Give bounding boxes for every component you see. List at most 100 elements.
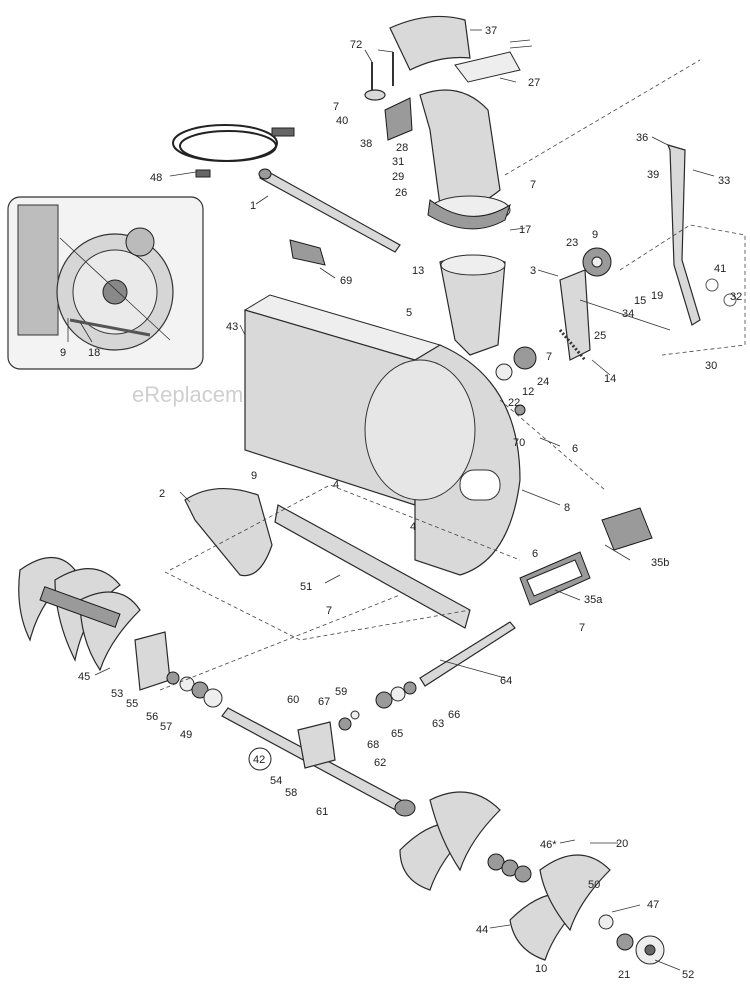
part-label-10: 10 bbox=[535, 963, 547, 975]
impeller-shaft bbox=[419, 621, 516, 687]
part-label-68: 68 bbox=[367, 739, 379, 751]
auger-housing bbox=[243, 294, 521, 576]
auger-gearbox-cover bbox=[184, 487, 273, 577]
part-label-3: 3 bbox=[530, 265, 536, 277]
part-label-30: 30 bbox=[705, 360, 717, 372]
part-label-38: 38 bbox=[360, 138, 372, 150]
part-label-42: 42 bbox=[253, 754, 265, 766]
part-label-31: 31 bbox=[392, 156, 404, 168]
part-label-20: 20 bbox=[616, 838, 628, 850]
part-label-7-chute: 7 bbox=[530, 179, 536, 191]
discharge-chute bbox=[419, 89, 511, 230]
part-label-41: 41 bbox=[714, 263, 726, 275]
chute-deflector-assembly bbox=[389, 15, 533, 83]
part-label-62: 62 bbox=[374, 757, 386, 769]
right-auger-flights bbox=[399, 791, 611, 961]
part-label-47: 47 bbox=[647, 899, 659, 911]
auger-shaft-assembly bbox=[221, 707, 416, 817]
chute-base bbox=[439, 254, 506, 356]
part-number-labels: 72 37 27 7 40 38 28 31 29 26 7 36 39 33 … bbox=[78, 25, 742, 981]
end-bearing-parts bbox=[598, 914, 665, 965]
washers-right bbox=[338, 681, 417, 731]
part-label-43: 43 bbox=[226, 321, 238, 333]
part-label-69: 69 bbox=[340, 275, 352, 287]
part-label-23: 23 bbox=[566, 237, 578, 249]
part-label-24: 24 bbox=[537, 376, 549, 388]
part-label-28: 28 bbox=[396, 142, 408, 154]
part-label-14: 14 bbox=[604, 373, 616, 385]
part-label-13: 13 bbox=[412, 265, 424, 277]
inset-detail bbox=[7, 196, 204, 370]
part-label-64: 64 bbox=[500, 675, 512, 687]
pulley-assembly bbox=[559, 247, 671, 361]
part-label-50: 50 bbox=[588, 879, 600, 891]
part-label-7-bracket: 7 bbox=[546, 351, 552, 363]
part-label-39: 39 bbox=[647, 169, 659, 181]
part-label-54: 54 bbox=[270, 775, 282, 787]
part-label-27: 27 bbox=[528, 77, 540, 89]
part-label-45: 45 bbox=[78, 671, 90, 683]
part-label-9-housing: 9 bbox=[251, 470, 257, 482]
inset-label-18: 18 bbox=[88, 347, 100, 359]
part-label-7-scraper: 7 bbox=[326, 605, 332, 617]
part-label-67: 67 bbox=[318, 696, 330, 708]
part-label-1: 1 bbox=[250, 200, 256, 212]
part-label-2: 2 bbox=[159, 488, 165, 500]
part-label-51: 51 bbox=[300, 581, 312, 593]
part-label-35a: 35a bbox=[584, 594, 603, 606]
part-label-59: 59 bbox=[335, 686, 347, 698]
part-label-17: 17 bbox=[519, 224, 531, 236]
part-label-60: 60 bbox=[287, 694, 299, 706]
part-label-40: 40 bbox=[336, 115, 348, 127]
washers-left bbox=[166, 671, 223, 708]
part-label-36: 36 bbox=[636, 132, 648, 144]
part-label-66: 66 bbox=[448, 709, 460, 721]
left-auger-flights bbox=[18, 557, 141, 672]
part-label-58: 58 bbox=[285, 787, 297, 799]
part-label-46: 46* bbox=[540, 839, 557, 851]
part-label-48: 48 bbox=[150, 172, 162, 184]
pin-parts-72 bbox=[364, 52, 394, 101]
part-label-5: 5 bbox=[406, 307, 412, 319]
chute-crank-rod bbox=[666, 144, 701, 326]
part-label-6: 6 bbox=[572, 443, 578, 455]
bearing-parts bbox=[495, 346, 537, 416]
part-label-35b: 35b bbox=[651, 557, 669, 569]
part-label-65: 65 bbox=[391, 728, 403, 740]
part-label-7-skid: 7 bbox=[579, 622, 585, 634]
inset-label-9: 9 bbox=[60, 347, 66, 359]
part-label-72: 72 bbox=[350, 39, 362, 51]
part-label-8: 8 bbox=[564, 502, 570, 514]
part-label-61: 61 bbox=[316, 806, 328, 818]
part-label-19: 19 bbox=[651, 290, 663, 302]
frame-outline bbox=[619, 224, 746, 356]
part-label-25: 25 bbox=[594, 330, 606, 342]
part-label-57: 57 bbox=[160, 721, 172, 733]
part-label-33: 33 bbox=[718, 175, 730, 187]
part-label-15: 15 bbox=[634, 295, 646, 307]
part-label-44: 44 bbox=[476, 924, 488, 936]
electric-start-cord bbox=[172, 124, 295, 178]
part-label-9: 9 bbox=[592, 229, 598, 241]
scraper-bar bbox=[274, 504, 471, 629]
part-label-37: 37 bbox=[485, 25, 497, 37]
part-label-6-lower: 6 bbox=[532, 548, 538, 560]
part-label-4-lower: 4 bbox=[410, 521, 416, 533]
part-label-53: 53 bbox=[111, 688, 123, 700]
bracket-69 bbox=[289, 239, 326, 266]
part-label-56: 56 bbox=[146, 711, 158, 723]
part-label-22: 22 bbox=[508, 397, 520, 409]
part-label-12: 12 bbox=[522, 386, 534, 398]
gearbox-half-left bbox=[134, 631, 171, 691]
reference-lines bbox=[159, 59, 701, 691]
part-label-63: 63 bbox=[432, 718, 444, 730]
part-label-26: 26 bbox=[395, 187, 407, 199]
drive-shaft bbox=[258, 168, 401, 253]
skid-shoes bbox=[519, 507, 653, 606]
part-label-32: 32 bbox=[730, 291, 742, 303]
part-label-70: 70 bbox=[513, 437, 525, 449]
part-label-29: 29 bbox=[392, 171, 404, 183]
part-label-55: 55 bbox=[126, 698, 138, 710]
part-label-4: 4 bbox=[333, 479, 339, 491]
